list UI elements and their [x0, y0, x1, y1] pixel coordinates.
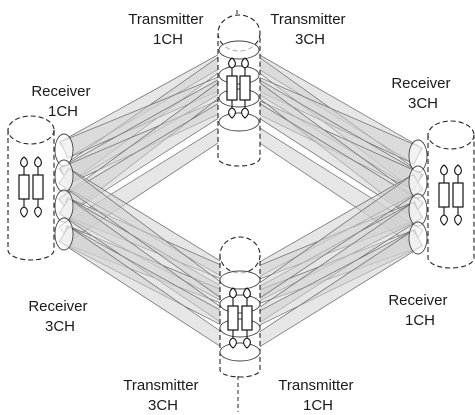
right-receiver-unit: [427, 120, 475, 269]
device-left-a-bottom-lens: [20, 206, 28, 218]
lens-left-2: [54, 189, 74, 223]
label-tx-bottom-3ch: Transmitter 3CH: [123, 377, 202, 414]
device-left-b-body: [32, 174, 44, 200]
label-rx-left-3ch-line1: Receiver: [28, 298, 87, 315]
device-right-a-bottom-lens: [440, 214, 448, 226]
lens-bottom-2: [219, 318, 261, 338]
lens-left-1: [54, 159, 74, 193]
device-bottom-a: [227, 287, 239, 349]
device-bottom-b-top-lens: [243, 287, 251, 299]
label-rx-right-1ch-line1: Receiver: [388, 292, 447, 309]
label-rx-left-1ch-line1: Receiver: [31, 83, 90, 100]
left-receiver-unit: [7, 115, 55, 261]
device-left-a-body: [18, 174, 30, 200]
left-receiver-cylinder: [7, 130, 55, 261]
lens-right-2: [408, 193, 428, 227]
device-bottom-a-top-lens: [229, 287, 237, 299]
left-receiver-cylinder-cap: [7, 115, 55, 145]
device-top-a-top-lens: [228, 57, 236, 69]
label-tx-bottom-1ch: Transmitter 1CH: [278, 377, 357, 414]
label-rx-right-1ch-line2: 1CH: [405, 312, 435, 329]
lens-top-1: [218, 65, 260, 85]
device-top-a-body: [226, 75, 238, 101]
device-right-a: [438, 164, 450, 226]
device-right-a-body: [438, 182, 450, 208]
label-tx-top-3ch-line2: 3CH: [295, 31, 325, 48]
device-right-a-top-lens: [440, 164, 448, 176]
device-bottom-a-body: [227, 305, 239, 331]
device-left-b-top-lens: [34, 156, 42, 168]
label-rx-left-1ch-line2: 1CH: [48, 103, 78, 120]
label-tx-top-3ch-line1: Transmitter: [270, 11, 345, 28]
device-bottom-b: [241, 287, 253, 349]
label-tx-top-1ch: Transmitter 1CH: [128, 11, 207, 48]
label-rx-right-3ch-line1: Receiver: [391, 75, 450, 92]
label-rx-right-3ch: Receiver 3CH: [391, 75, 454, 112]
device-top-b-body: [239, 75, 251, 101]
lens-left-3: [54, 217, 74, 251]
device-top-b-top-lens: [241, 57, 249, 69]
device-bottom-b-bottom-lens: [243, 337, 251, 349]
lens-top-0: [218, 40, 260, 60]
lens-bottom-1: [219, 294, 261, 314]
device-top-a: [226, 57, 238, 119]
lens-top-3: [218, 112, 260, 132]
label-rx-right-3ch-line2: 3CH: [408, 95, 438, 112]
lens-right-1: [408, 165, 428, 199]
label-tx-top-3ch: Transmitter 3CH: [270, 11, 349, 48]
device-left-a: [18, 156, 30, 218]
device-bottom-b-body: [241, 305, 253, 331]
label-rx-right-1ch: Receiver 1CH: [388, 292, 451, 329]
lens-layer: [54, 40, 428, 362]
lens-bottom-0: [219, 270, 261, 290]
label-tx-bottom-1ch-line1: Transmitter: [278, 377, 353, 394]
device-right-b-bottom-lens: [454, 214, 462, 226]
device-top-a-bottom-lens: [228, 107, 236, 119]
device-layer: [18, 57, 464, 349]
label-tx-bottom-3ch-line1: Transmitter: [123, 377, 198, 394]
lens-top-2: [218, 88, 260, 108]
beam-layer: [58, 44, 424, 358]
device-left-b-bottom-lens: [34, 206, 42, 218]
device-left-a-top-lens: [20, 156, 28, 168]
label-rx-left-1ch: Receiver 1CH: [31, 83, 94, 120]
right-receiver-cylinder: [427, 135, 475, 269]
device-top-b-bottom-lens: [241, 107, 249, 119]
bottom-transmitter-cylinder-cap: [219, 236, 261, 274]
device-right-b-body: [452, 182, 464, 208]
label-tx-bottom-3ch-line2: 3CH: [148, 397, 178, 414]
label-rx-left-3ch: Receiver 3CH: [28, 298, 91, 335]
label-rx-left-3ch-line2: 3CH: [45, 318, 75, 335]
device-right-b-top-lens: [454, 164, 462, 176]
device-bottom-a-bottom-lens: [229, 337, 237, 349]
lens-bottom-3: [219, 342, 261, 362]
lens-right-3: [408, 221, 428, 255]
right-receiver-cylinder-cap: [427, 120, 475, 150]
label-tx-bottom-1ch-line2: 1CH: [303, 397, 333, 414]
device-right-b: [452, 164, 464, 226]
device-top-b: [239, 57, 251, 119]
label-tx-top-1ch-line2: 1CH: [153, 31, 183, 48]
device-left-b: [32, 156, 44, 218]
label-tx-top-1ch-line1: Transmitter: [128, 11, 203, 28]
